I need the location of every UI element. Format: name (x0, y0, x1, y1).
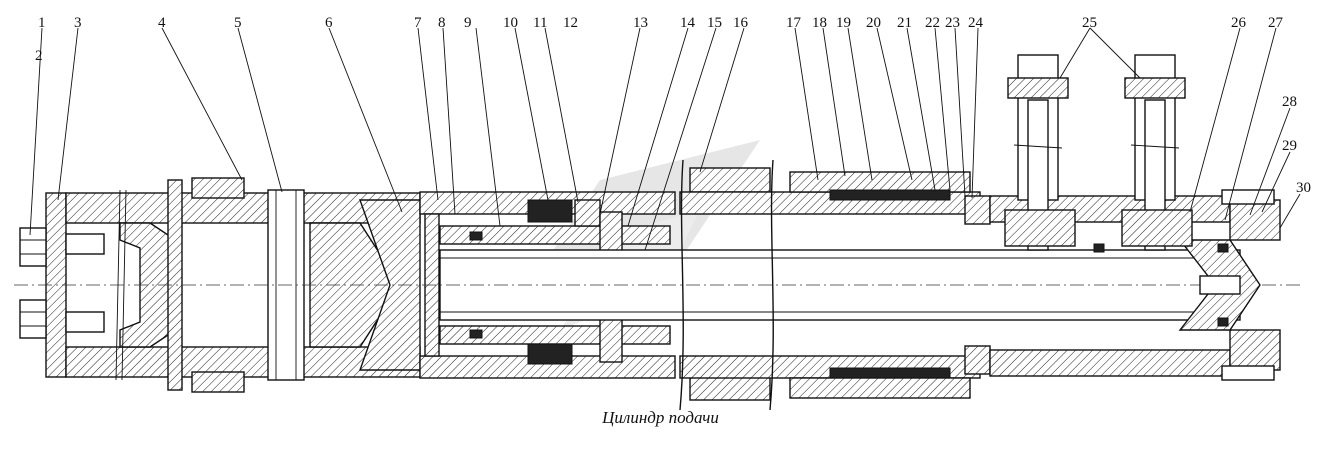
callout-14: 14 (680, 15, 696, 31)
callout-27: 27 (1268, 15, 1284, 31)
callout-23: 23 (945, 15, 960, 31)
callout-2: 2 (35, 48, 43, 64)
callout-22: 22 (925, 15, 940, 31)
callout-21: 21 (897, 15, 912, 31)
drawing-caption: Цилиндр подачи (602, 408, 719, 427)
callout-1: 1 (38, 15, 46, 31)
callout-15: 15 (707, 15, 722, 31)
callout-3: 3 (74, 15, 82, 31)
callout-28: 28 (1282, 94, 1297, 110)
callout-13: 13 (633, 15, 648, 31)
callout-16: 16 (733, 15, 749, 31)
callout-10: 10 (503, 15, 518, 31)
right-barrel (679, 167, 991, 401)
callout-19: 19 (836, 15, 851, 31)
callout-5: 5 (234, 15, 242, 31)
callout-26: 26 (1231, 15, 1247, 31)
leader-lines (29, 27, 1301, 251)
callout-11: 11 (533, 15, 547, 31)
callout-7: 7 (414, 15, 422, 31)
rear-cylinder (989, 189, 1281, 381)
callout-30: 30 (1296, 180, 1311, 196)
piston-rod (14, 249, 1300, 321)
hydraulic-port-fittings (1004, 54, 1193, 251)
callout-8: 8 (438, 15, 446, 31)
callout-labels: 1 2 3 4 5 6 7 8 9 10 11 12 13 14 15 16 1… (35, 15, 1311, 196)
callout-29: 29 (1282, 138, 1297, 154)
break-lines (679, 159, 774, 411)
callout-9: 9 (464, 15, 472, 31)
left-cylinder-body (65, 177, 421, 393)
callout-18: 18 (812, 15, 827, 31)
callout-20: 20 (866, 15, 881, 31)
callout-25: 25 (1082, 15, 1097, 31)
callout-6: 6 (325, 15, 333, 31)
callout-12: 12 (563, 15, 578, 31)
callout-17: 17 (786, 15, 802, 31)
callout-4: 4 (158, 15, 166, 31)
callout-24: 24 (968, 15, 984, 31)
